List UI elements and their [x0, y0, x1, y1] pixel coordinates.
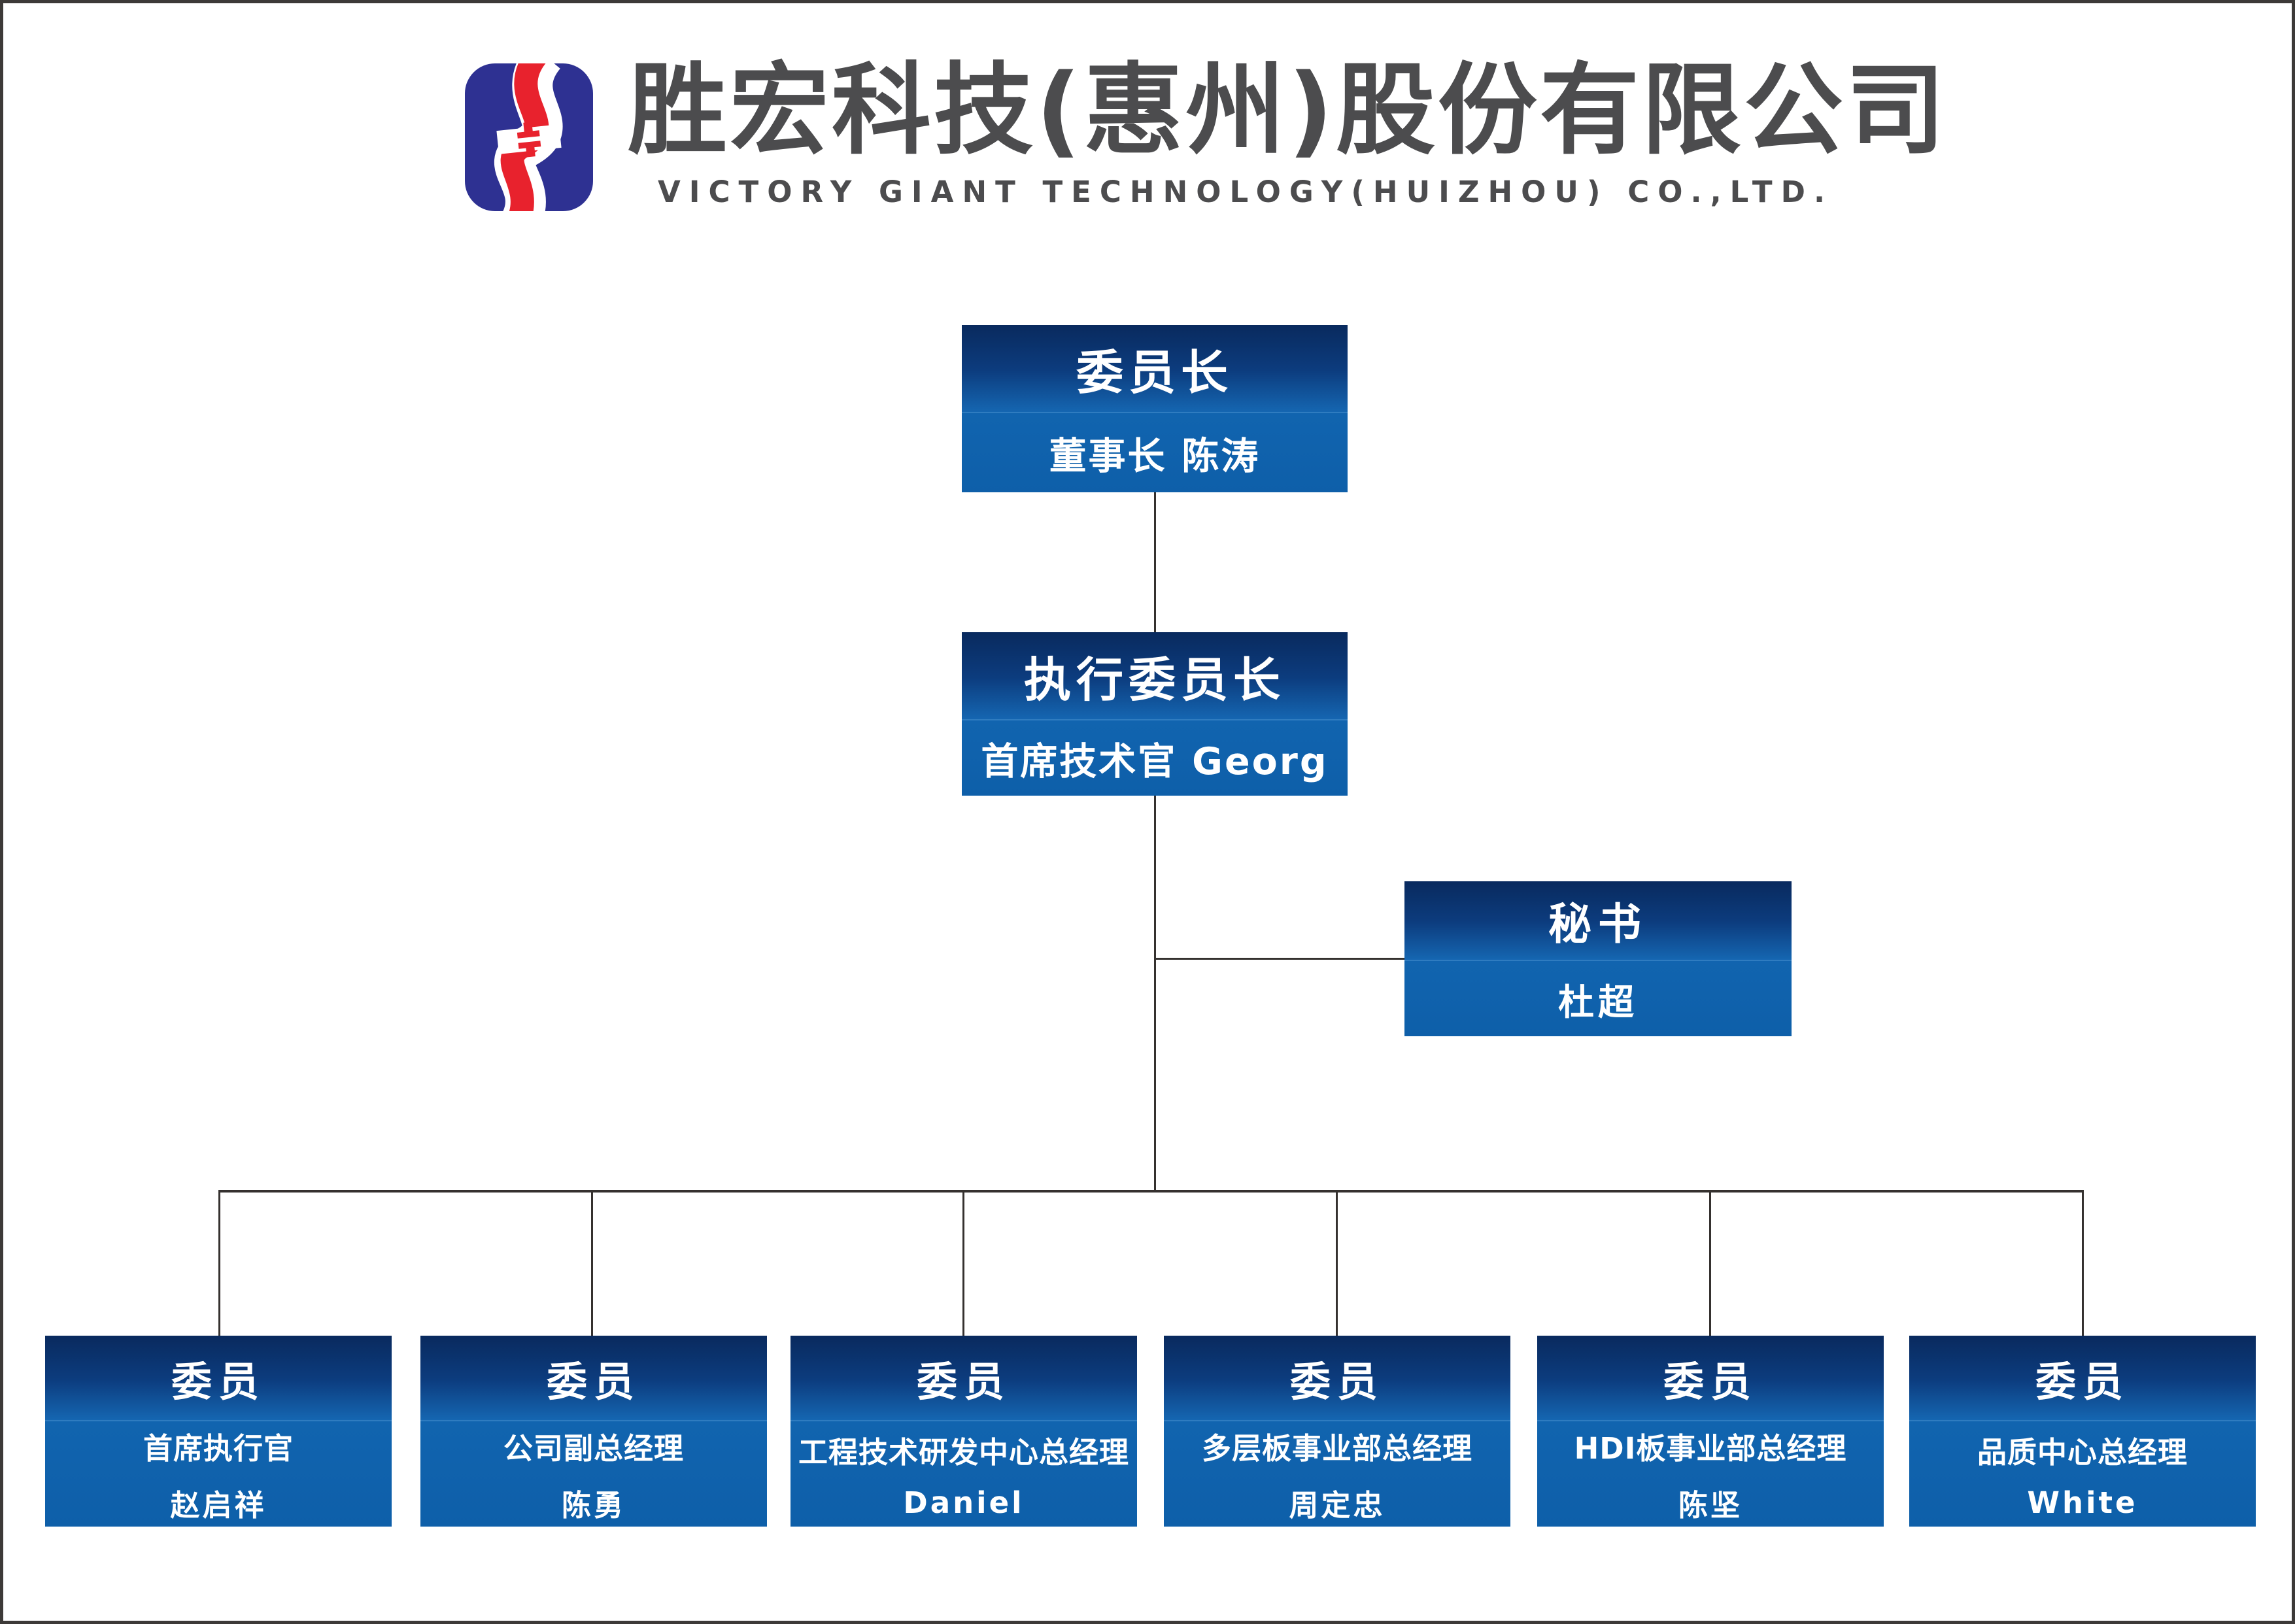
node-exec-chairman: 执行委员长 首席技术官 Georg	[962, 632, 1348, 796]
member-role: 公司副总经理	[503, 1430, 684, 1466]
member-title: 委员	[1289, 1357, 1384, 1406]
company-logo-icon	[465, 63, 593, 211]
company-name-en: VICTORY GIANT TECHNOLOGY(HUIZHOU) CO.,LT…	[657, 175, 1834, 209]
connector-drop-member-2	[591, 1193, 593, 1336]
member-title: 委员	[916, 1357, 1011, 1406]
member-name: 陈勇	[561, 1487, 626, 1523]
member-name: White	[2027, 1485, 2138, 1520]
exec-chairman-title: 执行委员长	[1023, 652, 1285, 707]
member-title: 委员	[1663, 1357, 1758, 1406]
connector-drop-member-5	[1709, 1193, 1711, 1336]
member-role: HDI板事业部总经理	[1574, 1430, 1847, 1466]
connector-drop-member-4	[1336, 1193, 1338, 1336]
connector-secretary-branch	[1155, 958, 1404, 960]
member-name: 陈坚	[1678, 1487, 1742, 1523]
member-role: 品质中心总经理	[1977, 1434, 2188, 1470]
node-member-multilayer-bu: 委员 多层板事业部总经理 周定忠	[1164, 1336, 1510, 1527]
connector-drop-member-1	[218, 1193, 220, 1336]
member-name: 赵启祥	[170, 1487, 267, 1523]
member-role: 多层板事业部总经理	[1201, 1430, 1472, 1466]
node-member-hdi-bu: 委员 HDI板事业部总经理 陈坚	[1537, 1336, 1884, 1527]
secretary-person: 杜超	[1557, 981, 1638, 1023]
secretary-title: 秘书	[1548, 899, 1648, 949]
connector-members-rail	[218, 1190, 2084, 1193]
chairman-person: 董事长 陈涛	[1049, 434, 1261, 478]
node-member-vp: 委员 公司副总经理 陈勇	[420, 1336, 767, 1527]
node-chairman: 委员长 董事长 陈涛	[962, 325, 1348, 492]
member-title: 委员	[546, 1357, 641, 1406]
member-title: 委员	[2035, 1357, 2130, 1406]
connector-drop-member-6	[2082, 1193, 2084, 1336]
member-title: 委员	[171, 1357, 265, 1406]
company-name-cn: 胜宏科技(惠州)股份有限公司	[628, 52, 1948, 168]
exec-chairman-person: 首席技术官 Georg	[981, 739, 1329, 783]
member-role: 首席执行官	[143, 1430, 294, 1466]
node-secretary: 秘书 杜超	[1404, 881, 1792, 1036]
connector-chairman-to-exec	[1154, 490, 1156, 634]
member-name: Daniel	[903, 1485, 1025, 1520]
node-member-ceo: 委员 首席执行官 赵启祥	[45, 1336, 392, 1527]
connector-drop-member-3	[962, 1193, 964, 1336]
chairman-title: 委员长	[1076, 345, 1233, 400]
connector-exec-trunk	[1154, 796, 1156, 1192]
node-member-rnd-center: 委员 工程技术研发中心总经理 Daniel	[790, 1336, 1137, 1527]
node-member-quality-center: 委员 品质中心总经理 White	[1909, 1336, 2256, 1527]
member-name: 周定忠	[1289, 1487, 1386, 1523]
member-role: 工程技术研发中心总经理	[798, 1434, 1129, 1470]
